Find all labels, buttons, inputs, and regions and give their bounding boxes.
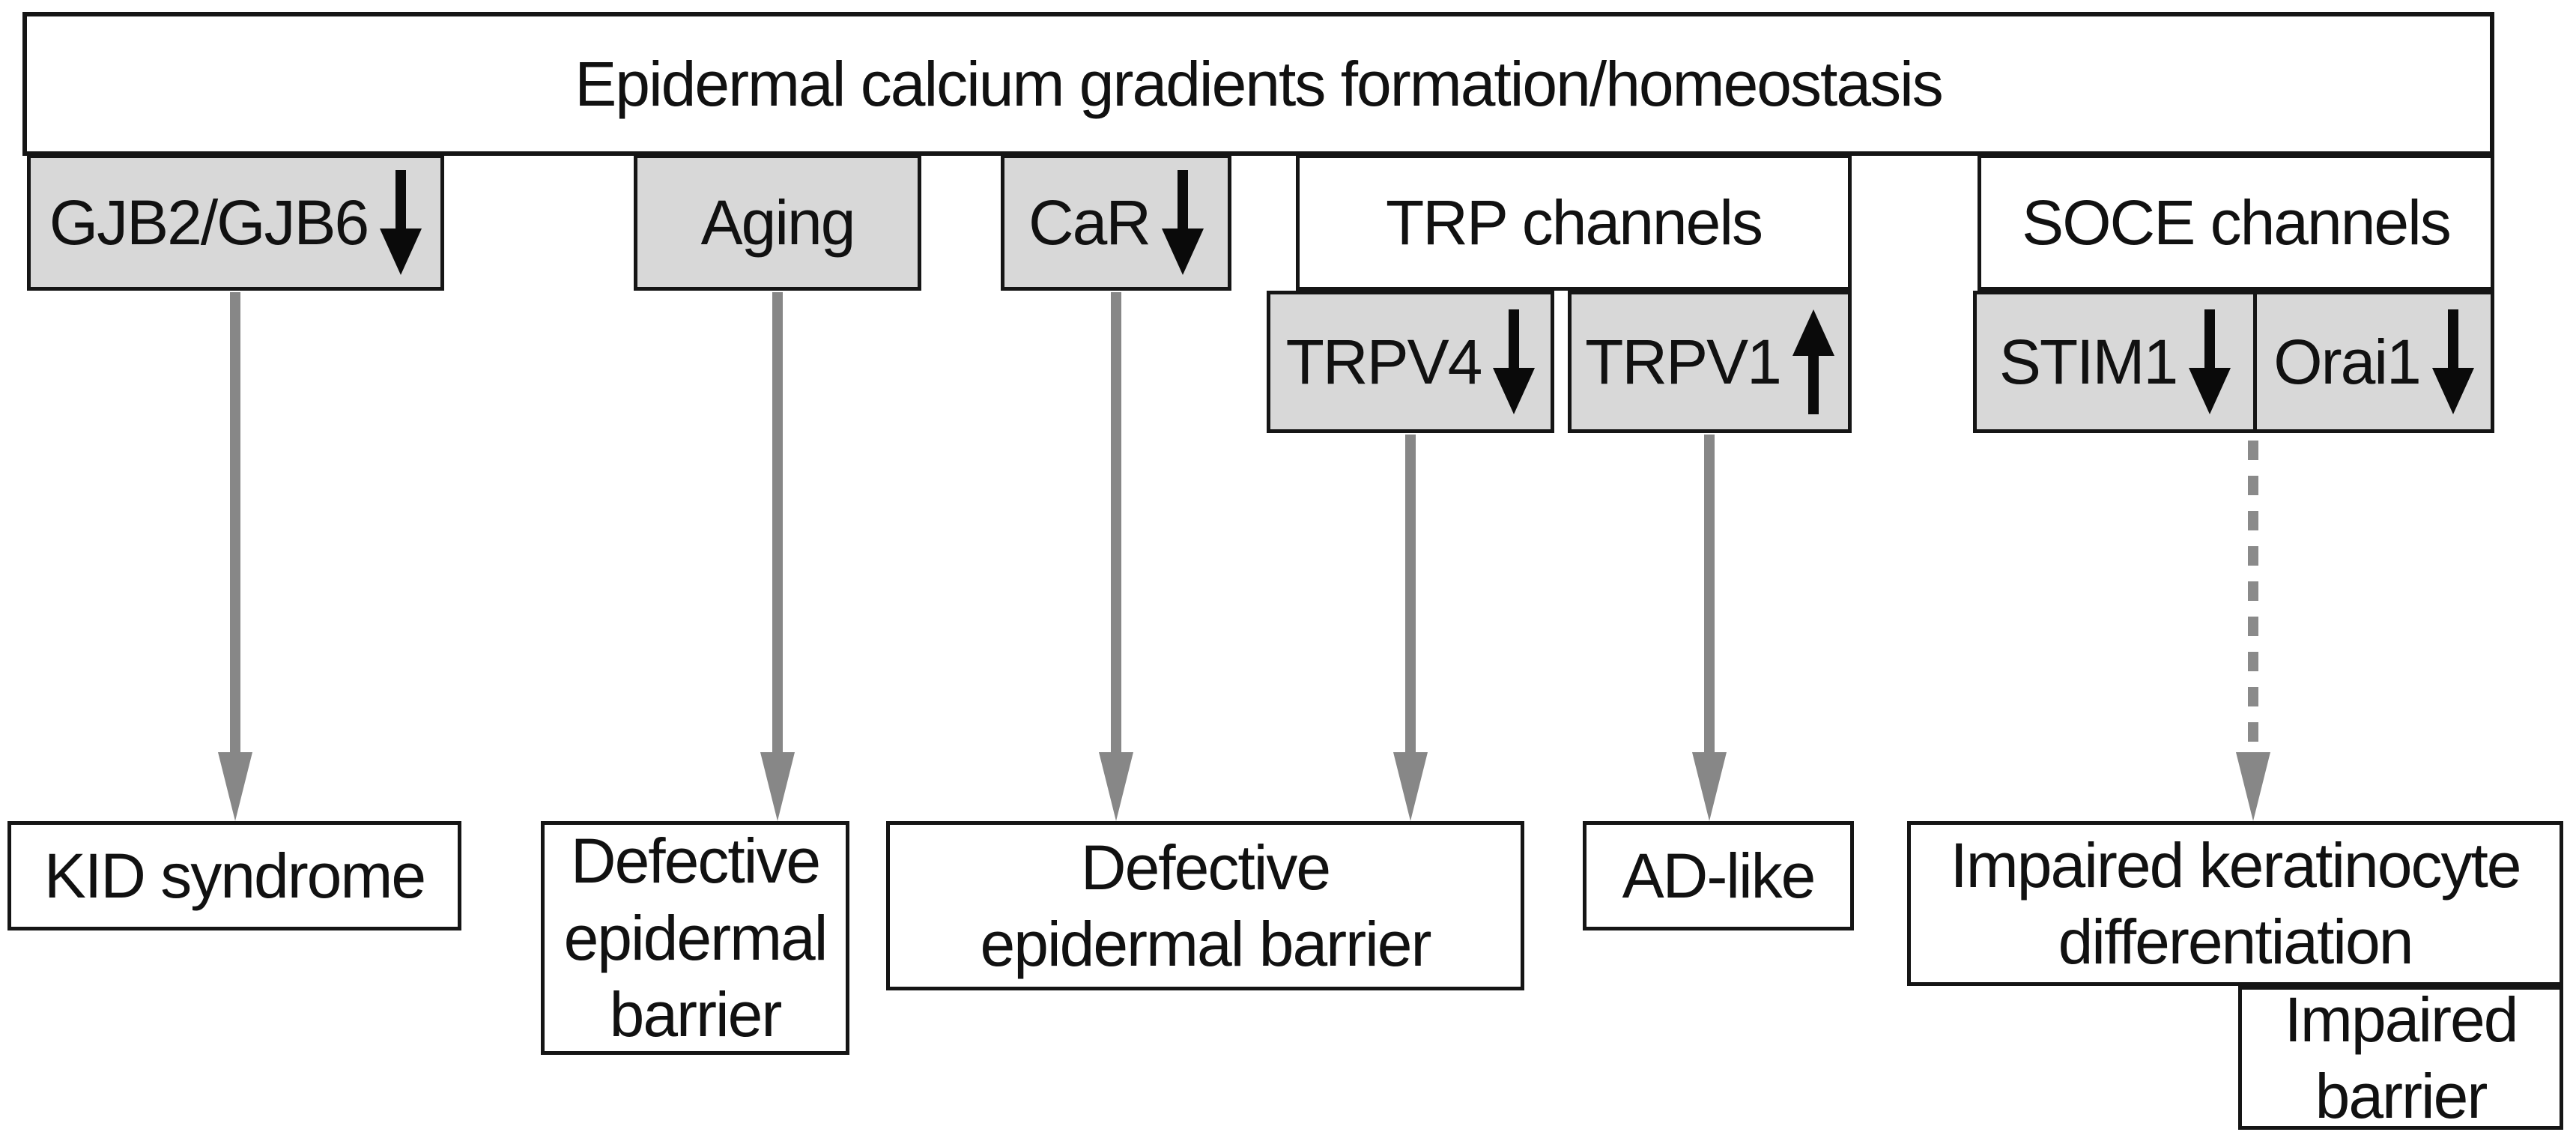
down-arrow-icon bbox=[1493, 309, 1536, 414]
node-aging: Aging bbox=[634, 154, 921, 291]
outcome-label-line: Impaired bbox=[2284, 984, 2519, 1055]
node-label: CaR bbox=[1028, 187, 1151, 258]
node-label: Orai1 bbox=[2273, 326, 2421, 397]
node-label: Aging bbox=[700, 187, 856, 258]
diagram-title: Epidermal calcium gradients formation/ho… bbox=[575, 48, 1944, 119]
outcome-label-line: epidermal barrier bbox=[980, 909, 1432, 979]
outcome-impaired-barrier: Impaired barrier bbox=[2238, 984, 2563, 1131]
arrow-shaft bbox=[1111, 292, 1121, 752]
node-orai1: Orai1 bbox=[2253, 291, 2494, 433]
node-label: TRP channels bbox=[1385, 187, 1763, 258]
title-box: Epidermal calcium gradients formation/ho… bbox=[22, 12, 2494, 156]
outcome-label-line: epidermal bbox=[563, 902, 828, 973]
node-trp-channels: TRP channels bbox=[1296, 154, 1852, 291]
arrowhead-icon bbox=[2236, 752, 2270, 821]
outcome-label-line: barrier bbox=[609, 979, 783, 1050]
node-car: CaR bbox=[1001, 154, 1231, 291]
arrowhead-icon bbox=[1692, 752, 1727, 821]
node-label: SOCE channels bbox=[2022, 187, 2452, 258]
arrowhead-icon bbox=[218, 752, 252, 821]
outcome-ad-like: AD-like bbox=[1583, 821, 1854, 930]
down-arrow-icon bbox=[2189, 309, 2231, 414]
outcome-label: AD-like bbox=[1622, 840, 1816, 911]
arrow-shaft bbox=[772, 292, 783, 752]
up-arrow-icon bbox=[1792, 309, 1834, 414]
node-soce-channels: SOCE channels bbox=[1978, 154, 2494, 291]
arrowhead-icon bbox=[1393, 752, 1428, 821]
outcome-label-line: differentiation bbox=[2058, 907, 2414, 977]
arrow-shaft bbox=[230, 292, 240, 752]
node-label: TRPV4 bbox=[1285, 326, 1483, 397]
arrow-shaft bbox=[1704, 435, 1715, 752]
outcome-defective-epidermal-barrier-wide: Defective epidermal barrier bbox=[886, 821, 1524, 990]
outcome-impaired-keratinocyte-differentiation: Impaired keratinocyte differentiation bbox=[1907, 821, 2563, 986]
outcome-label-line: barrier bbox=[2315, 1061, 2488, 1131]
down-arrow-icon bbox=[1162, 170, 1204, 275]
outcome-label-line: Defective bbox=[570, 826, 821, 897]
outcome-label-line: Impaired keratinocyte bbox=[1950, 829, 2521, 901]
arrow-shaft-dashed bbox=[2248, 441, 2258, 752]
outcome-defective-epidermal-barrier-narrow: Defective epidermal barrier bbox=[541, 821, 849, 1055]
down-arrow-icon bbox=[2431, 309, 2474, 414]
node-trpv1: TRPV1 bbox=[1568, 291, 1852, 433]
outcome-kid-syndrome: KID syndrome bbox=[7, 821, 461, 930]
node-label: GJB2/GJB6 bbox=[49, 187, 370, 258]
arrowhead-icon bbox=[760, 752, 795, 821]
outcome-label-line: Defective bbox=[1080, 832, 1331, 903]
node-label: STIM1 bbox=[1998, 326, 2178, 397]
node-label: TRPV1 bbox=[1585, 326, 1782, 397]
node-trpv4: TRPV4 bbox=[1267, 291, 1554, 433]
arrowhead-icon bbox=[1099, 752, 1133, 821]
node-gjb2-gjb6: GJB2/GJB6 bbox=[27, 154, 444, 291]
outcome-label: KID syndrome bbox=[43, 840, 426, 911]
node-stim1: STIM1 bbox=[1973, 291, 2253, 433]
arrow-shaft bbox=[1405, 435, 1416, 752]
down-arrow-icon bbox=[380, 170, 422, 275]
